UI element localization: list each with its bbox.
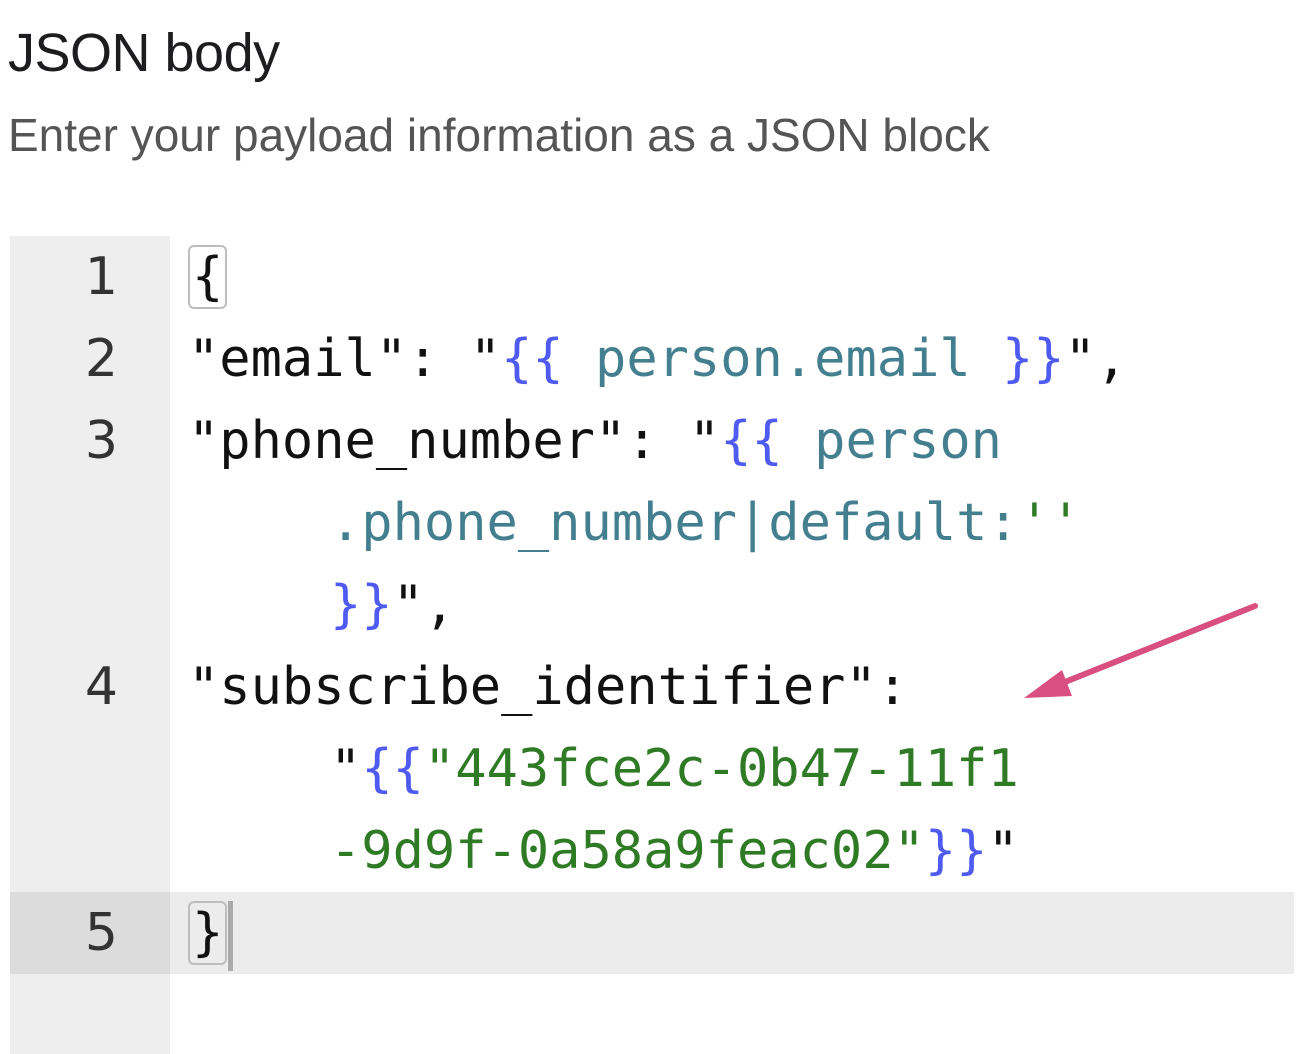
template-open: {{ [361, 739, 424, 799]
json-key: "email" [188, 329, 408, 389]
section-title: JSON body [8, 23, 280, 83]
template-open: {{ [720, 411, 783, 471]
code-area[interactable]: 1 { 2 "email": "{{ person.email }}", 3 "… [10, 236, 1294, 974]
template-variable-filter: .phone_number|default: [330, 493, 1019, 553]
template-close: }} [924, 821, 988, 881]
template-open: {{ [501, 329, 564, 389]
line-number: 4 [84, 657, 118, 717]
line-number: 1 [84, 247, 118, 307]
template-close: }} [1002, 329, 1065, 389]
string-literal: '' [1018, 493, 1082, 553]
line-number: 2 [84, 329, 118, 389]
template-variable: person [782, 411, 1002, 471]
template-variable: person.email [563, 329, 1002, 389]
string-literal: -9d9f-0a58a9feac02" [330, 821, 925, 881]
matched-close-brace: } [188, 901, 228, 965]
code-line-3[interactable]: 3 "phone_number": "{{ person .phone_numbe… [10, 400, 1294, 646]
annotation-arrow-icon [1024, 603, 1258, 698]
line-tail: " [987, 821, 1019, 881]
json-key: "subscribe_identifier" [188, 657, 877, 717]
code-line-4[interactable]: 4 "subscribe_identifier":"{{"443fce2c-0b… [10, 646, 1294, 892]
json-key: "phone_number" [188, 411, 627, 471]
section-description: Enter your payload information as a JSON… [8, 109, 990, 161]
quote: " [330, 739, 362, 799]
line-number: 3 [84, 411, 118, 471]
separator: : " [626, 411, 721, 471]
matched-open-brace: { [188, 245, 228, 309]
separator: : " [407, 329, 502, 389]
code-line-1[interactable]: 1 { [10, 236, 1294, 318]
line-tail: ", [1064, 329, 1128, 389]
json-code-editor[interactable]: 1 { 2 "email": "{{ person.email }}", 3 "… [10, 236, 1294, 1054]
code-line-5[interactable]: 5 } [10, 892, 1294, 974]
text-cursor [228, 901, 234, 971]
line-tail: ", [392, 575, 456, 635]
template-close: }} [330, 575, 393, 635]
separator: : [876, 657, 909, 717]
string-literal: "443fce2c-0b47-11f1 [423, 739, 1019, 799]
line-number: 5 [10, 892, 170, 974]
code-line-2[interactable]: 2 "email": "{{ person.email }}", [10, 318, 1294, 400]
